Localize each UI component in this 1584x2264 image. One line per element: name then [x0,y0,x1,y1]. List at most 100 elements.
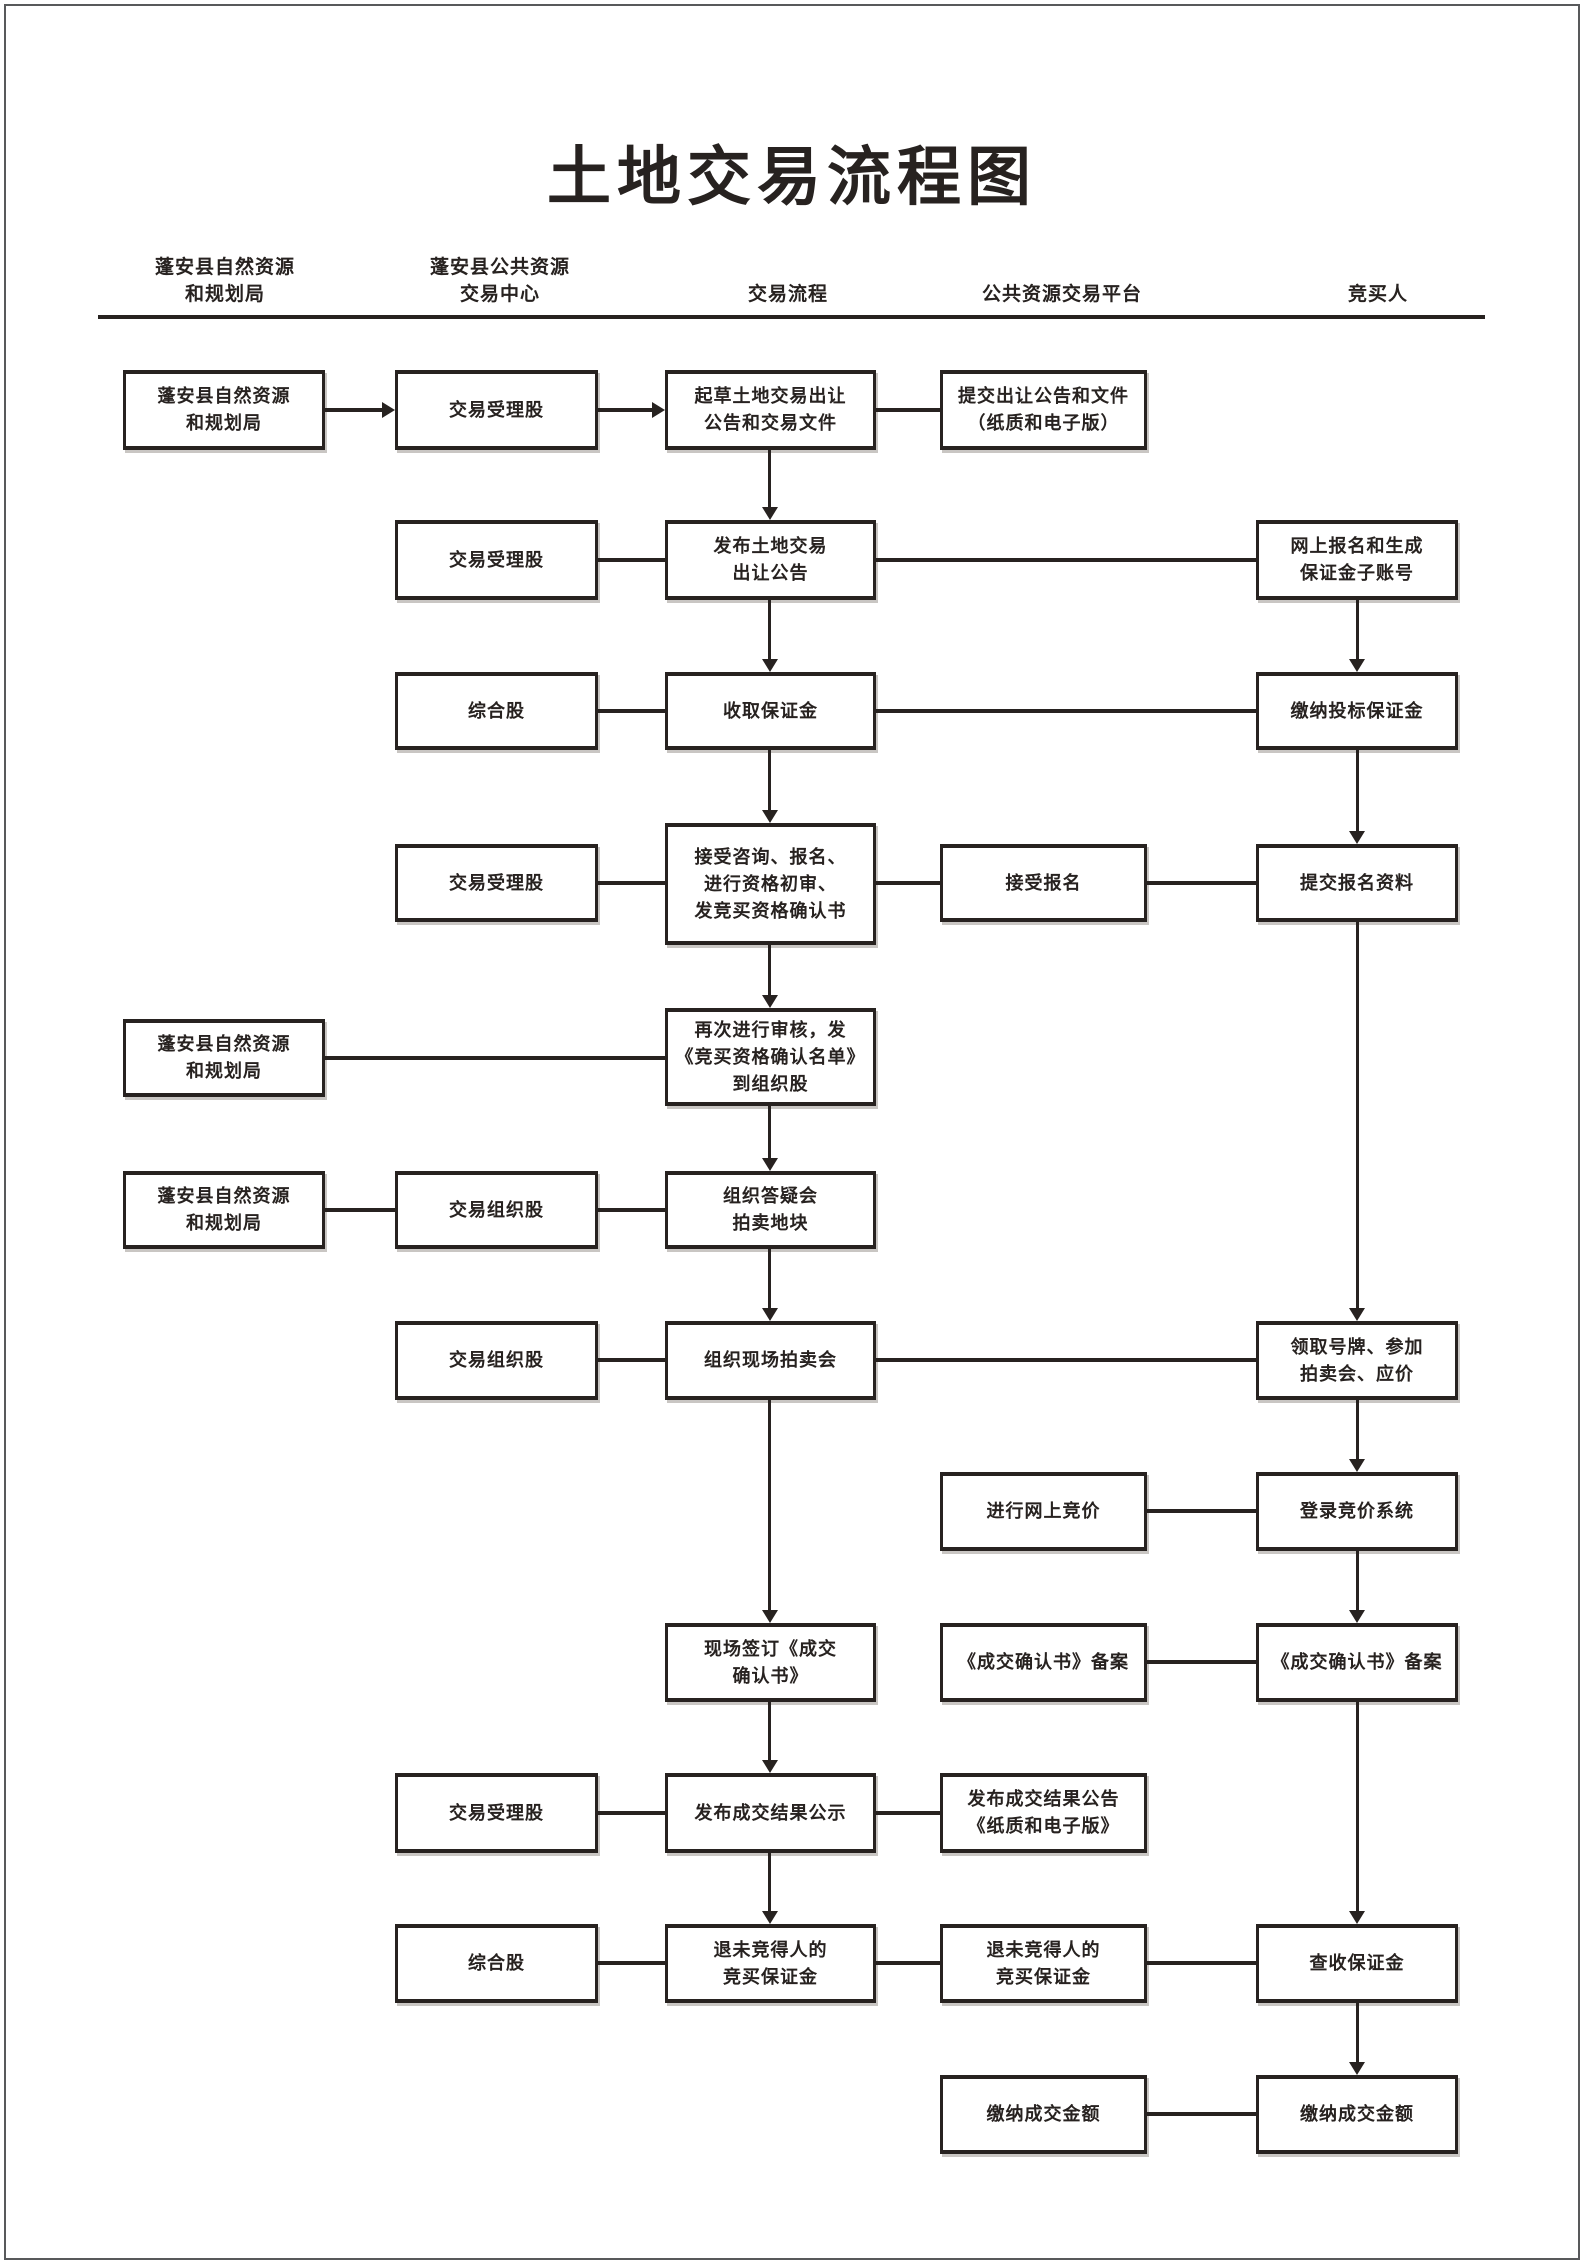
node-r5c3: 再次进行审核，发 《竞买资格确认名单》 到组织股 [665,1008,876,1106]
edge-r2c3-r3c3-arrow [762,659,778,672]
node-r11c3: 退未竞得人的 竞买保证金 [665,1924,876,2003]
edge-r2c3-r3c3-line [768,600,771,661]
node-r6c1: 蓬安县自然资源 和规划局 [123,1171,325,1249]
node-r7c3: 组织现场拍卖会 [665,1321,876,1400]
edge-r3c3-r4c3-line [768,750,771,812]
edge-r9c3-r10c3-line [768,1702,771,1762]
edge-r3c2-r3c3-line [598,709,665,713]
node-r1c1: 蓬安县自然资源 和规划局 [123,370,325,450]
node-r10c2: 交易受理股 [395,1773,598,1853]
edge-r3c3-r4c3-arrow [762,810,778,823]
edge-r9c3-r10c3-arrow [762,1760,778,1773]
node-r3c3: 收取保证金 [665,672,876,750]
edge-r2c2-r2c3-line [598,558,665,562]
edge-r1c1-r1c2-arrow [382,402,395,418]
edge-r1c3-r1c4-line [876,408,940,412]
node-r4c4: 接受报名 [940,844,1147,922]
header-divider-rule [98,315,1485,319]
edge-r6c3-r7c3-arrow [762,1308,778,1321]
node-r4c3: 接受咨询、报名、 进行资格初审、 发竞买资格确认书 [665,823,876,945]
node-r7c2: 交易组织股 [395,1321,598,1400]
edge-r9c5-r11c5-line [1356,1702,1359,1913]
node-r4c5: 提交报名资料 [1256,844,1458,922]
edge-r1c1-r1c2-line [325,408,382,412]
edge-r9c5-r11c5-arrow [1349,1911,1365,1924]
edge-r10c3-r10c4-line [876,1811,940,1815]
edge-r2c5-r3c5-line [1356,600,1359,661]
node-r8c5: 登录竞价系统 [1256,1472,1458,1551]
page-border [4,4,1580,2260]
node-r11c5: 查收保证金 [1256,1924,1458,2003]
edge-r7c5-r8c5-arrow [1349,1459,1365,1472]
edge-r7c3-r9c3-arrow [762,1610,778,1623]
node-r5c1: 蓬安县自然资源 和规划局 [123,1019,325,1097]
edge-r11c2-r11c3-line [598,1961,665,1965]
edge-r6c2-r6c3-line [598,1208,665,1212]
edge-r5c1-r5c3-line [325,1056,665,1060]
node-r1c3: 起草土地交易出让 公告和交易文件 [665,370,876,450]
node-r10c3: 发布成交结果公示 [665,1773,876,1853]
edge-r3c3-r3c5-line [876,709,1256,713]
edge-r10c2-r10c3-line [598,1811,665,1815]
node-r11c2: 综合股 [395,1924,598,2003]
edge-r3c5-r4c5-line [1356,750,1359,833]
edge-r2c3-r2c5-line [876,558,1256,562]
node-r12c4: 缴纳成交金额 [940,2075,1147,2154]
node-r10c4: 发布成交结果公告 《纸质和电子版》 [940,1773,1147,1853]
node-r6c2: 交易组织股 [395,1171,598,1249]
edge-r10c3-r11c3-arrow [762,1911,778,1924]
edge-r6c1-r6c2-line [325,1208,395,1212]
lane-header-bidder: 竞买人 [1347,284,1408,305]
edge-r5c3-r6c3-line [768,1106,771,1160]
edge-r2c5-r3c5-arrow [1349,659,1365,672]
node-r2c2: 交易受理股 [395,520,598,600]
node-r2c5: 网上报名和生成 保证金子账号 [1256,520,1458,600]
edge-r4c3-r4c4-line [876,881,940,885]
edge-r11c5-r12c5-arrow [1349,2062,1365,2075]
page-title: 土地交易流程图 [547,141,1037,213]
edge-r4c3-r5c3-arrow [762,995,778,1008]
node-r9c3: 现场签订《成交 确认书》 [665,1623,876,1702]
node-r7c5: 领取号牌、参加 拍卖会、应价 [1256,1321,1458,1400]
edge-r1c2-r1c3-arrow [652,402,665,418]
edge-r3c5-r4c5-arrow [1349,831,1365,844]
edge-r8c5-r9c5-line [1356,1551,1359,1612]
edge-r4c4-r4c5-line [1147,881,1256,885]
edge-r7c3-r7c5-line [876,1358,1256,1362]
node-r1c4: 提交出让公告和文件 （纸质和电子版） [940,370,1147,450]
edge-r4c5-r7c5-arrow [1349,1308,1365,1321]
edge-r4c3-r5c3-line [768,945,771,997]
edge-r5c3-r6c3-arrow [762,1158,778,1171]
node-r6c3: 组织答疑会 拍卖地块 [665,1171,876,1249]
edge-r11c3-r11c4-line [876,1961,940,1965]
edge-r8c5-r9c5-arrow [1349,1610,1365,1623]
node-r1c2: 交易受理股 [395,370,598,450]
edge-r8c4-r8c5-line [1147,1509,1256,1513]
node-r3c5: 缴纳投标保证金 [1256,672,1458,750]
edge-r7c2-r7c3-line [598,1358,665,1362]
node-r9c4: 《成交确认书》备案 [940,1623,1147,1702]
edge-r11c5-r12c5-line [1356,2003,1359,2064]
edge-r7c3-r9c3-line [768,1400,771,1612]
lane-header-trading-platform: 公共资源交易平台 [981,284,1142,305]
lane-header-public-resources-center: 蓬安县公共资源 交易中心 [429,257,570,305]
node-r8c4: 进行网上竞价 [940,1472,1147,1551]
edge-r1c3-r2c3-line [768,450,771,509]
node-r12c5: 缴纳成交金额 [1256,2075,1458,2154]
node-r9c5: 《成交确认书》备案 [1256,1623,1458,1702]
edge-r10c3-r11c3-line [768,1853,771,1913]
edge-r4c2-r4c3-line [598,881,665,885]
edge-r12c4-r12c5-line [1147,2112,1256,2116]
lane-header-natural-resources-bureau: 蓬安县自然资源 和规划局 [154,257,295,305]
edge-r7c5-r8c5-line [1356,1400,1359,1461]
edge-r6c3-r7c3-line [768,1249,771,1310]
edge-r11c4-r11c5-line [1147,1961,1256,1965]
node-r2c3: 发布土地交易 出让公告 [665,520,876,600]
node-r11c4: 退未竞得人的 竞买保证金 [940,1924,1147,2003]
edge-r1c2-r1c3-line [598,408,652,412]
edge-r1c3-r2c3-arrow [762,507,778,520]
node-r3c2: 综合股 [395,672,598,750]
edge-r9c4-r9c5-line [1147,1660,1256,1664]
lane-header-transaction-process: 交易流程 [747,284,828,305]
